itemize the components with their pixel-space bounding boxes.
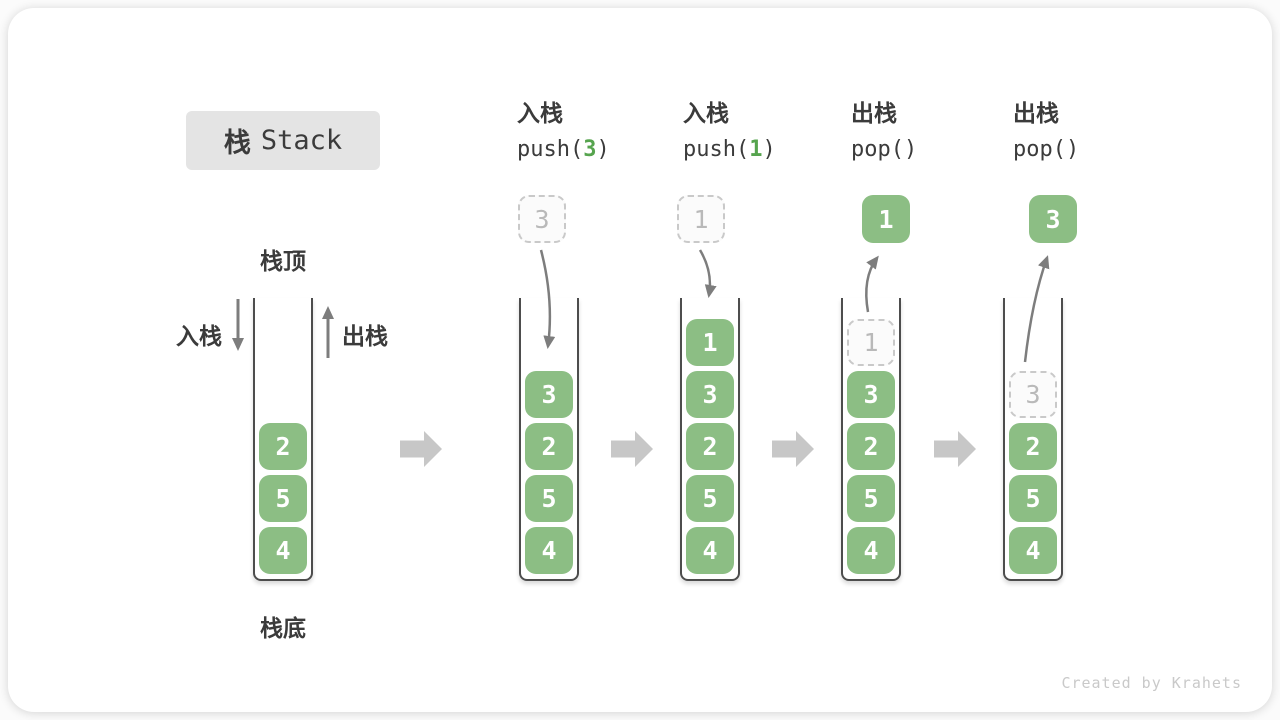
- operation-name: 入栈: [683, 101, 729, 127]
- operation-name: 入栈: [517, 101, 563, 127]
- pop-side-label: 出栈: [342, 324, 388, 350]
- stack-cell: 5: [259, 475, 307, 522]
- stack-container-5: 3 2 5 4: [1003, 298, 1063, 581]
- stack-bottom-label: 栈底: [260, 616, 306, 642]
- stack-container-1: 2 5 4: [253, 298, 313, 581]
- stack-cell: 2: [686, 423, 734, 470]
- stack-cell: 5: [1009, 475, 1057, 522]
- operation-label-pop-first: 出栈 pop(): [851, 100, 917, 162]
- popped-value-box: 3: [1029, 195, 1077, 243]
- stack-cell: 3: [525, 371, 573, 418]
- stack-container-3: 1 3 2 5 4: [680, 298, 740, 581]
- code-arg: 3: [583, 137, 597, 162]
- operation-code: pop(): [1013, 137, 1080, 162]
- operation-code: pop(): [851, 137, 918, 162]
- title-box: 栈 Stack: [186, 111, 380, 170]
- stack-cell: 4: [525, 527, 573, 574]
- operation-code: push(1): [683, 137, 776, 162]
- title-en: Stack: [260, 125, 343, 156]
- operation-name: 出栈: [1013, 101, 1059, 127]
- stack-cell: 5: [847, 475, 895, 522]
- incoming-value-box: 3: [518, 195, 566, 243]
- operation-code: push(3): [517, 137, 610, 162]
- stack-container-2: 3 2 5 4: [519, 298, 579, 581]
- stack-container-4: 1 3 2 5 4: [841, 298, 901, 581]
- operation-name: 出栈: [851, 101, 897, 127]
- stack-cell: 3: [847, 371, 895, 418]
- stack-cell: 3: [686, 371, 734, 418]
- stack-cell: 2: [259, 423, 307, 470]
- stack-cell: 2: [1009, 423, 1057, 470]
- stack-top-label: 栈顶: [260, 249, 306, 275]
- popped-value-box: 1: [862, 195, 910, 243]
- stack-cell: 4: [1009, 527, 1057, 574]
- push-side-label: 入栈: [176, 324, 222, 350]
- stack-cell-ghost: 3: [1009, 371, 1057, 418]
- stack-cell: 4: [259, 527, 307, 574]
- code-arg: 1: [749, 137, 763, 162]
- stack-cell: 5: [686, 475, 734, 522]
- stack-cell: 2: [525, 423, 573, 470]
- stack-cell: 4: [847, 527, 895, 574]
- stack-cell: 2: [847, 423, 895, 470]
- incoming-value-box: 1: [677, 195, 725, 243]
- stack-cell: 4: [686, 527, 734, 574]
- watermark: Created by Krahets: [1061, 674, 1242, 692]
- stack-cell: 1: [686, 319, 734, 366]
- title-zh: 栈: [223, 128, 251, 159]
- operation-label-pop-second: 出栈 pop(): [1013, 100, 1079, 162]
- operation-label-push1: 入栈 push(1): [683, 100, 776, 162]
- stack-cell-ghost: 1: [847, 319, 895, 366]
- operation-label-push3: 入栈 push(3): [517, 100, 610, 162]
- stack-cell: 5: [525, 475, 573, 522]
